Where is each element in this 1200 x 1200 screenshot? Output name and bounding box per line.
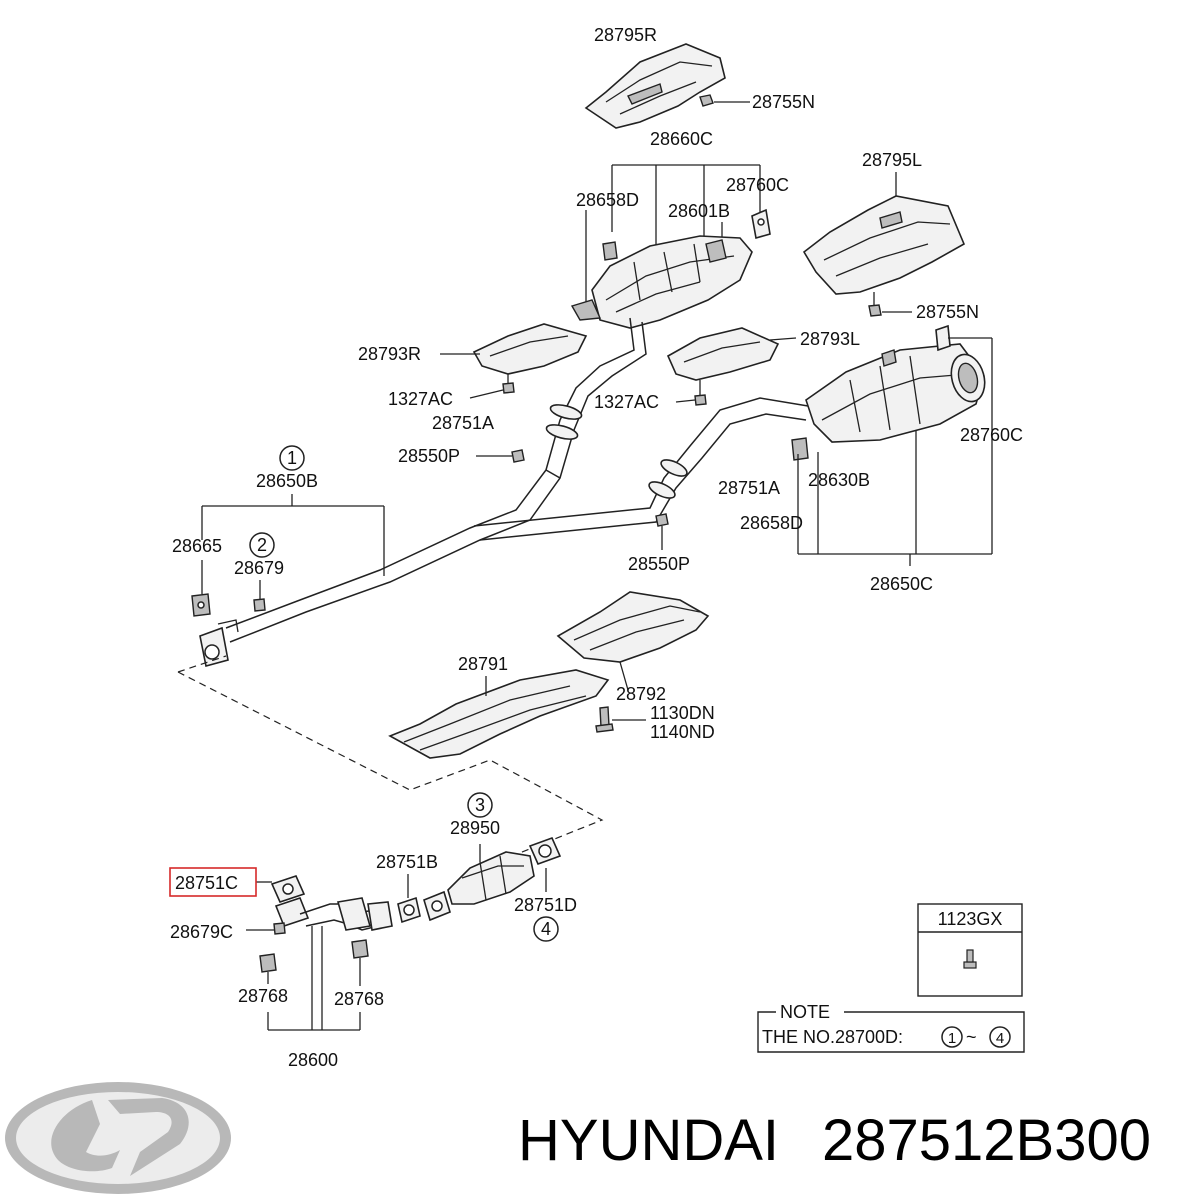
label-28658D-right: 28658D — [740, 513, 803, 533]
label-28658D-top: 28658D — [576, 190, 639, 210]
brand-part-number: 287512B300 — [822, 1108, 1151, 1173]
hanger-28760C-right — [881, 324, 993, 554]
heat-shield-28792 — [556, 591, 710, 691]
label-28650C: 28650C — [870, 574, 933, 594]
label-28755N-right: 28755N — [916, 302, 979, 322]
label-28755N-top: 28755N — [752, 92, 815, 112]
label-28950: 28950 — [450, 818, 500, 838]
label-28630B: 28630B — [808, 470, 870, 490]
label-28751A-right: 28751A — [718, 478, 780, 498]
hyundai-logo — [5, 1082, 231, 1194]
section-link-frame — [177, 655, 604, 857]
note-title: NOTE — [780, 1002, 830, 1022]
label-1327AC-right: 1327AC — [594, 392, 659, 412]
heat-shield-28795R — [584, 43, 726, 129]
rubber-hanger-28658D-top — [602, 241, 618, 261]
note-range-sep: ~ — [966, 1027, 977, 1047]
fastener-box-1123GX: 1123GX — [917, 903, 1023, 997]
catalytic-converter-28950 — [447, 836, 562, 905]
nut-28755N-right — [868, 292, 912, 317]
svg-text:1: 1 — [287, 448, 297, 468]
label-28793L: 28793L — [800, 329, 860, 349]
nut-28755N-top — [699, 94, 750, 107]
label-28795R: 28795R — [594, 25, 657, 45]
heat-shield-28793L — [666, 327, 797, 406]
label-28650B: 28650B — [256, 471, 318, 491]
heat-shield-28791 — [388, 669, 610, 759]
center-muffler-28660C — [570, 235, 753, 329]
hanger-28760C-top — [751, 208, 771, 240]
label-28751D: 28751D — [514, 895, 577, 915]
bolt-1130DN — [595, 706, 646, 733]
circled-number-3: 3 — [467, 792, 493, 818]
leader-28600 — [267, 926, 361, 1031]
gasket-28751B-2 — [423, 890, 451, 922]
sensor-28550P-mid — [655, 513, 669, 550]
heat-shield-28795L — [802, 172, 966, 295]
label-28768-left: 28768 — [238, 986, 288, 1006]
nut-28679 — [253, 598, 266, 612]
label-28751B: 28751B — [376, 852, 438, 872]
circled-number-4: 4 — [533, 916, 559, 942]
hanger-28768-right — [351, 939, 369, 986]
label-28751A-left: 28751A — [432, 413, 494, 433]
center-pipe-28650B — [199, 317, 809, 667]
label-28679C: 28679C — [170, 922, 233, 942]
leader-28650C — [797, 430, 992, 566]
gasket-28751B — [397, 874, 421, 924]
label-28679: 28679 — [234, 558, 284, 578]
leader-28660C — [585, 164, 761, 306]
bolt-icon — [963, 949, 977, 969]
note-range-end: 4 — [996, 1030, 1004, 1047]
front-pipe-28600 — [256, 875, 393, 931]
label-1327AC-left: 1327AC — [388, 389, 453, 409]
label-1130DN: 1130DN — [650, 703, 715, 723]
label-28793R: 28793R — [358, 344, 421, 364]
label-28601B: 28601B — [668, 201, 730, 221]
sensor-28550P-left — [476, 449, 525, 463]
circled-number-1: 1 — [279, 445, 305, 471]
note-box: NOTE THE NO.28700D: 1 ~ 4 — [757, 1002, 1025, 1053]
label-28760C-right: 28760C — [960, 425, 1023, 445]
label-28792: 28792 — [616, 684, 666, 704]
highlight-box-28751C — [169, 867, 257, 897]
label-28791: 28791 — [458, 654, 508, 674]
label-28550P-mid: 28550P — [628, 554, 690, 574]
rear-muffler-28650C — [805, 343, 986, 443]
rubber-hanger-28630B — [791, 437, 809, 461]
heat-shield-28793R — [440, 323, 588, 399]
svg-text:2: 2 — [257, 535, 267, 555]
circled-number-2: 2 — [249, 532, 275, 558]
note-range-start: 1 — [948, 1030, 956, 1047]
label-28600: 28600 — [288, 1050, 338, 1070]
note-text: THE NO.28700D: — [762, 1027, 903, 1047]
label-28768-right: 28768 — [334, 989, 384, 1009]
hanger-28768-left — [259, 953, 277, 984]
label-28665: 28665 — [172, 536, 222, 556]
svg-text:4: 4 — [541, 919, 551, 939]
label-28751C: 28751C — [175, 873, 238, 893]
brand-name: HYUNDAI — [518, 1108, 779, 1173]
hanger-28665 — [191, 593, 211, 617]
leader-28650B — [201, 494, 385, 600]
label-28660C: 28660C — [650, 129, 713, 149]
label-28760C-top: 28760C — [726, 175, 789, 195]
nut-28679C — [246, 922, 286, 935]
fastener-box-title: 1123GX — [938, 909, 1003, 929]
label-1140ND: 1140ND — [650, 722, 715, 742]
label-28550P-left: 28550P — [398, 446, 460, 466]
svg-text:3: 3 — [475, 795, 485, 815]
label-28795L: 28795L — [862, 150, 922, 170]
